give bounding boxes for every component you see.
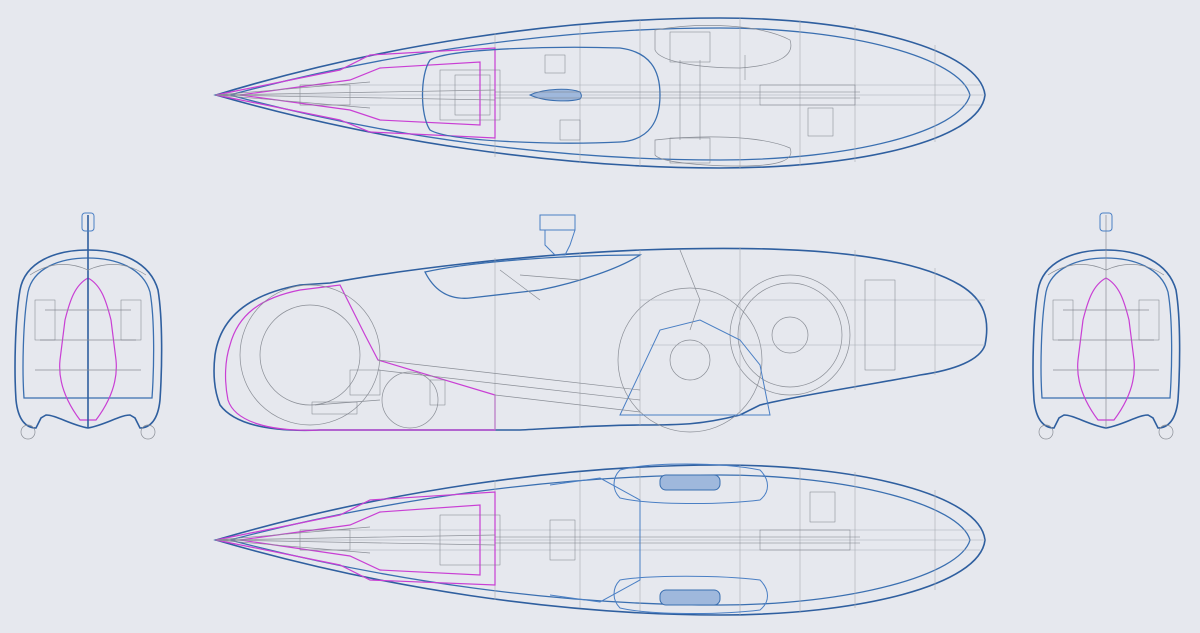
front-view — [14, 212, 163, 440]
bottom-view-station-lines — [216, 465, 985, 615]
front-view-inner-outline — [22, 257, 155, 399]
bottom-view-nose-lines — [215, 526, 496, 554]
bottom-view-wheel-fairing-left — [613, 463, 768, 505]
side-view-front-wheel — [729, 274, 851, 396]
front-view-details — [20, 264, 156, 440]
rear-view-mirror — [1099, 212, 1113, 232]
side-view-idler — [381, 371, 439, 429]
bottom-view-nose-frame — [215, 491, 496, 586]
top-view-drivetrain — [299, 31, 860, 164]
front-view-mirror — [81, 212, 95, 232]
bottom-view — [213, 463, 986, 616]
bottom-view-fork-frame — [549, 477, 641, 603]
rear-view-body-outline — [1032, 249, 1181, 429]
top-view-nose-frame-inner — [239, 61, 481, 126]
top-view — [213, 17, 986, 169]
side-view-rear-wheel — [239, 284, 381, 426]
side-view-rear-wheel-inner — [259, 304, 361, 406]
bottom-view-drivetrain — [299, 474, 860, 606]
bottom-view-wheel-fairing-right — [613, 575, 768, 615]
side-view-tail-frame — [224, 284, 496, 431]
top-view-canopy-window — [528, 88, 582, 102]
bottom-view-nose-frame-inner — [239, 504, 481, 576]
side-view-station-lines — [494, 247, 985, 430]
side-view-front-fork — [619, 319, 771, 416]
top-view-canopy — [421, 46, 661, 144]
side-view — [213, 214, 988, 433]
side-view-front-wheel-inner — [737, 282, 843, 388]
front-view-body-outline — [14, 249, 163, 429]
top-view-nose-lines — [215, 81, 496, 109]
top-view-station-lines — [216, 18, 985, 168]
side-view-chassis — [311, 249, 896, 415]
side-view-chain-ring — [617, 287, 763, 433]
side-view-crank-hub — [669, 339, 711, 381]
side-view-canopy — [424, 254, 643, 299]
rear-view-details — [1038, 264, 1174, 440]
top-view-wheel-well-right — [654, 136, 792, 167]
side-view-front-hub — [771, 316, 809, 354]
side-view-body-outline — [213, 247, 988, 432]
top-view-nose-frame — [215, 47, 496, 139]
rear-view — [1032, 212, 1181, 440]
side-view-mirror — [539, 214, 576, 256]
rear-view-inner-outline — [1040, 257, 1173, 399]
